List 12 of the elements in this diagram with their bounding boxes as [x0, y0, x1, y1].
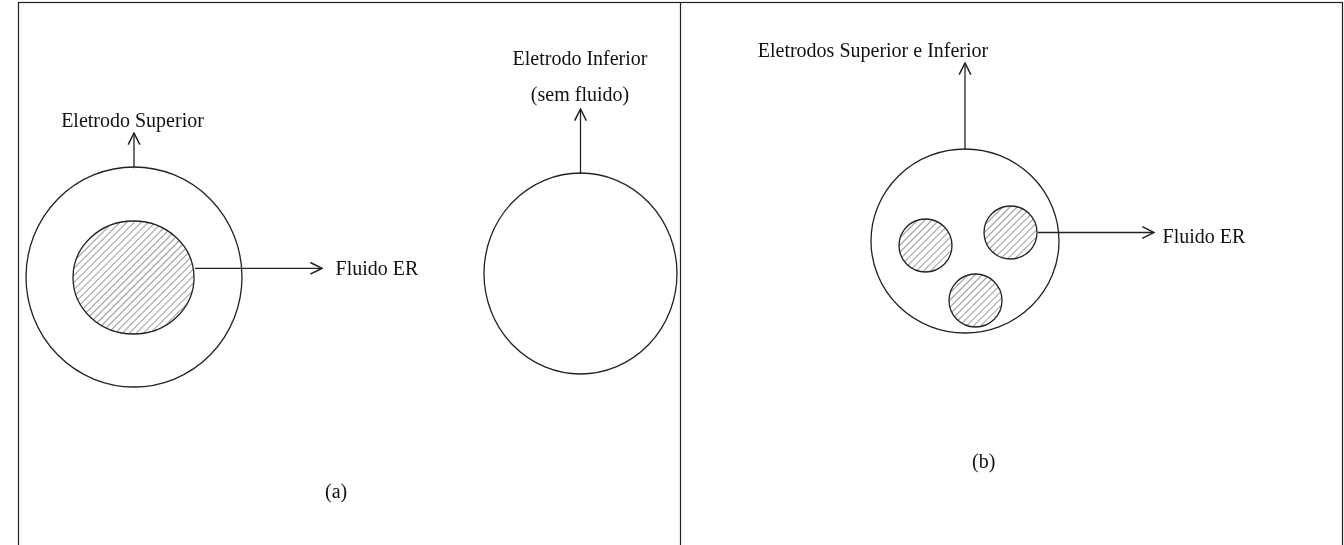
callout-label: Eletrodo Superior: [60, 108, 205, 134]
callout-label: Fluido ER: [334, 256, 420, 281]
arrow: [194, 261, 323, 275]
arrow: [958, 62, 972, 151]
panel-label: (b): [972, 450, 996, 473]
callout-label: Eletrodo Inferior (sem fluido): [511, 46, 649, 108]
panel-label: (a): [325, 480, 348, 503]
arrow: [573, 108, 588, 175]
arrow: [1037, 225, 1155, 240]
callout-label: Eletrodos Superior e Inferior: [756, 38, 990, 64]
arrow: [127, 132, 141, 169]
callout-label: Fluido ER: [1161, 224, 1247, 249]
